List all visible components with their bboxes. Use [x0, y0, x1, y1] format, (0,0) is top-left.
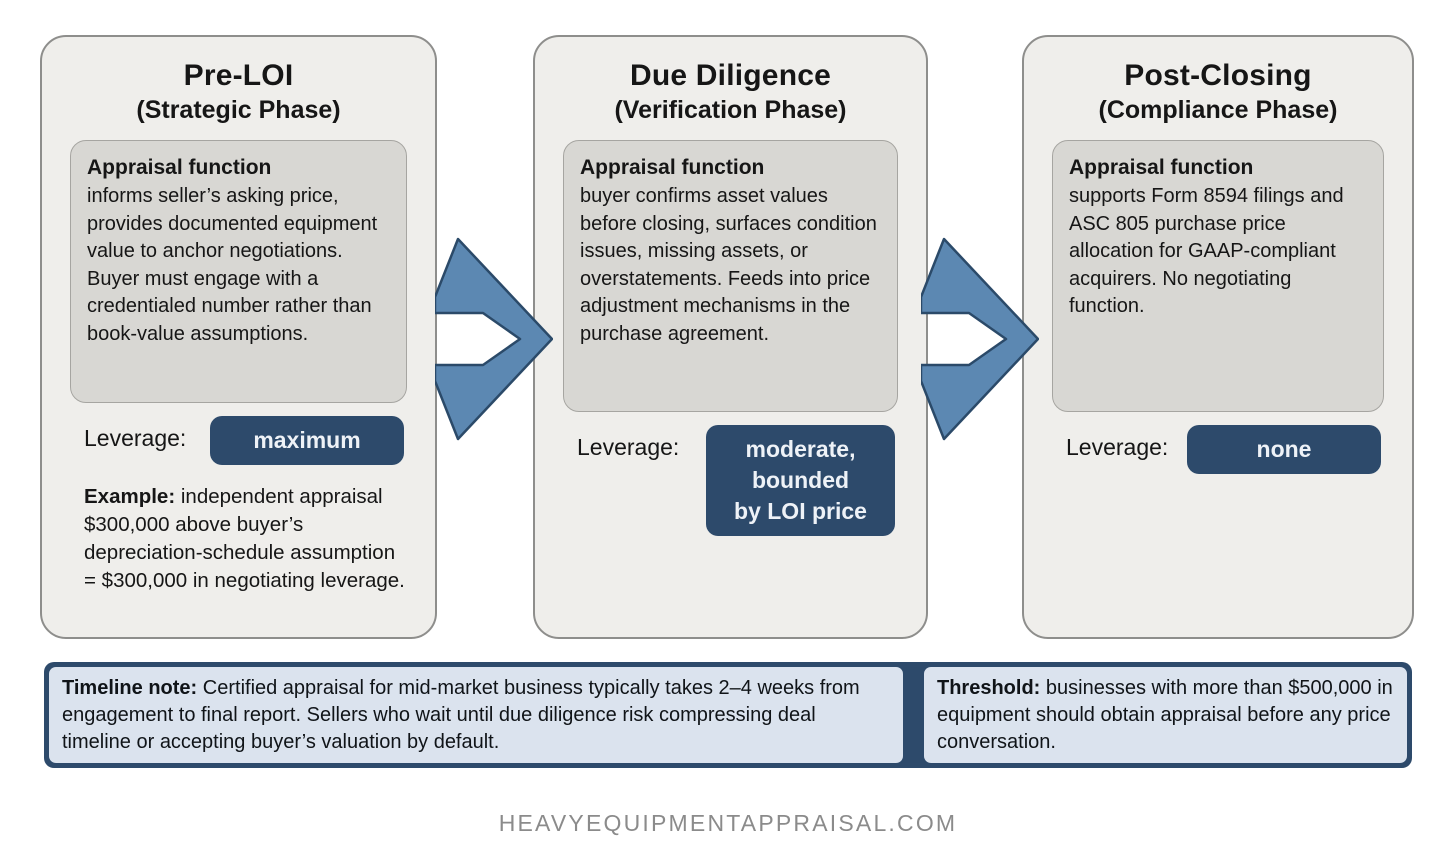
leverage-row: Leverage: none: [1066, 425, 1381, 475]
example-note: Example: independent appraisal $300,000 …: [84, 483, 405, 595]
leverage-row: Leverage: maximum: [84, 416, 404, 466]
phase-subtitle: (Compliance Phase): [1098, 96, 1338, 124]
example-body: independent appraisal $300,000 above buy…: [84, 485, 405, 593]
arrow-right-icon: [435, 237, 553, 441]
phase-subtitle: (Strategic Phase): [136, 96, 341, 124]
timeline-note-body: Certified appraisal for mid-market busin…: [62, 677, 860, 753]
leverage-label: Leverage:: [577, 434, 680, 460]
timeline-note: Timeline note: Certified appraisal for m…: [49, 667, 903, 763]
appraisal-function-body: informs seller’s asking price, provides …: [87, 184, 378, 345]
leverage-badge: maximum: [210, 416, 404, 466]
notes-band: Timeline note: Certified appraisal for m…: [44, 662, 1412, 768]
threshold-note-label: Threshold:: [937, 677, 1041, 699]
threshold-note-body: businesses with more than $500,000 in eq…: [937, 677, 1393, 753]
phase-card-pre-loi: Pre-LOI (Strategic Phase) Appraisal func…: [40, 35, 437, 639]
appraisal-function-heading: Appraisal function: [87, 156, 272, 179]
site-watermark: HEAVYEQUIPMENTAPPRAISAL.COM: [498, 810, 958, 836]
appraisal-function-box: Appraisal function buyer confirms asset …: [563, 140, 898, 412]
leverage-badge: none: [1187, 425, 1381, 475]
leverage-label: Leverage:: [84, 425, 187, 451]
appraisal-function-box: Appraisal function supports Form 8594 fi…: [1052, 140, 1384, 412]
appraisal-function-body: supports Form 8594 filings and ASC 805 p…: [1069, 184, 1344, 318]
phase-subtitle: (Verification Phase): [614, 96, 847, 124]
phase-card-due-diligence: Due Diligence (Verification Phase) Appra…: [533, 35, 928, 639]
leverage-label: Leverage:: [1066, 434, 1169, 460]
appraisal-function-body: buyer confirms asset values before closi…: [580, 184, 877, 345]
phase-card-post-closing: Post-Closing (Compliance Phase) Appraisa…: [1022, 35, 1414, 639]
example-label: Example:: [84, 485, 176, 509]
leverage-badge: moderate, bounded by LOI price: [706, 425, 895, 537]
appraisal-function-box: Appraisal function informs seller’s aski…: [70, 140, 407, 403]
threshold-note: Threshold: businesses with more than $50…: [924, 667, 1407, 763]
appraisal-function-heading: Appraisal function: [1069, 156, 1254, 179]
appraisal-function-heading: Appraisal function: [580, 156, 765, 179]
arrow-right-icon: [921, 237, 1039, 441]
phase-title: Due Diligence: [630, 59, 831, 92]
phase-title: Post-Closing: [1124, 59, 1312, 92]
leverage-row: Leverage: moderate, bounded by LOI price: [577, 425, 895, 537]
phase-title: Pre-LOI: [183, 59, 294, 92]
timeline-note-label: Timeline note:: [62, 677, 198, 699]
